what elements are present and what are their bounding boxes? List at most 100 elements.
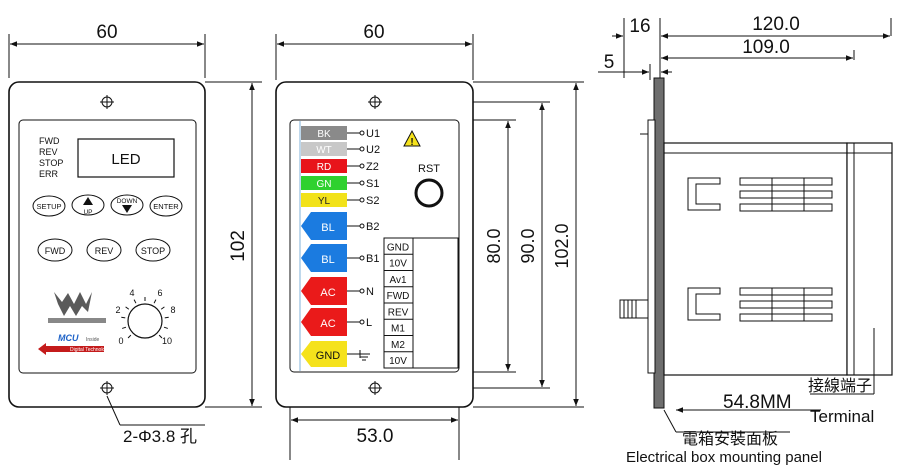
dim-80: 80.0 (484, 228, 504, 263)
dial-tick (163, 326, 168, 329)
control-terminal-label: M2 (391, 340, 405, 351)
mounting-hole-top (100, 95, 114, 109)
wire-tag-gn-label: GN (317, 179, 332, 190)
terminal-l: L (366, 317, 372, 329)
dial-tick (122, 326, 127, 329)
arrow-tag-bl-b2-label: BL (321, 222, 334, 234)
terminal-s1: S1 (366, 178, 379, 190)
wire-tag-wt-label: WT (316, 145, 332, 156)
terminal-s2: S2 (366, 195, 379, 207)
side-view: 16 120.0 109.0 5 (598, 14, 893, 466)
dial-tick (127, 334, 132, 339)
dial-tick (121, 316, 126, 319)
speed-dial[interactable]: 0 2 4 6 8 10 (115, 288, 175, 346)
status-label-err: ERR (39, 169, 59, 179)
mcu-inside-text: Inside (86, 337, 100, 343)
dial-tick (158, 334, 163, 339)
wire-tag-wt: WT U2 (301, 142, 380, 156)
vent-slots-upper (687, 177, 833, 212)
stop-button[interactable]: STOP (135, 238, 171, 262)
control-terminal-label: REV (388, 307, 409, 318)
side-body (663, 142, 848, 376)
arrow-tag-gnd: GND (301, 341, 370, 367)
arrow-tag-ac-l-label: AC (320, 318, 335, 330)
setup-button[interactable]: SETUP (32, 195, 66, 217)
fwd-button-label: FWD (45, 246, 66, 256)
panel-label-cn: 電箱安裝面板 (682, 430, 778, 448)
warning-symbol: ! (410, 137, 413, 148)
arrow-tag-ac-n-label: AC (320, 287, 335, 299)
status-label-fwd: FWD (39, 136, 60, 146)
rev-button[interactable]: REV (86, 238, 122, 262)
control-terminal-label: Av1 (389, 275, 406, 286)
dial-mark-2: 2 (115, 305, 120, 315)
mcu-badge: MCU Inside Digital Technology (38, 333, 111, 355)
front-width-dim: 60 (96, 22, 117, 43)
dial-mark-10: 10 (162, 336, 172, 346)
mcu-text: MCU (58, 333, 79, 343)
dim-120: 120.0 (752, 14, 800, 35)
hole-note: 2-Φ3.8 孔 (123, 427, 197, 446)
control-terminal-label: 10V (389, 259, 407, 270)
setup-button-label: SETUP (36, 202, 61, 211)
knob-shaft (619, 299, 649, 319)
wire-tag-rd-label: RD (317, 162, 331, 173)
wire-tag-gn: GN S1 (301, 176, 379, 190)
stop-button-label: STOP (141, 246, 165, 256)
dial-tick (133, 299, 137, 304)
arrow-tag-bl-b2: BL B2 (301, 212, 379, 240)
down-button-label: DOWN (117, 198, 138, 205)
terminal-label-cn: 接線端子 (808, 377, 872, 395)
dial-tick (164, 316, 169, 319)
enter-button-label: ENTER (153, 202, 179, 211)
wire-tag-bk-label: BK (317, 129, 331, 140)
enter-button[interactable]: ENTER (149, 195, 183, 217)
dial-mark-6: 6 (157, 288, 162, 298)
badge-arrow-icon (38, 343, 104, 355)
terminal-u1: U1 (366, 128, 380, 140)
wire-tag-bk: BK U1 (301, 126, 380, 140)
dim-5: 5 (604, 52, 615, 73)
wire-tag-yl-label: YL (318, 196, 331, 207)
fwd-button[interactable]: FWD (37, 238, 73, 262)
terminal-view: 60 53.0 80.0 90.0 102.0 (275, 22, 584, 460)
up-button-label: UP (83, 209, 92, 216)
status-label-rev: REV (39, 147, 58, 157)
terminal-u2: U2 (366, 144, 380, 156)
dial-tick (153, 299, 157, 304)
down-arrow-icon (122, 205, 132, 213)
terminal-n: N (366, 286, 374, 298)
front-view: 60 102 FWD REV STOP ERR LED (8, 22, 262, 446)
led-display (77, 138, 175, 178)
ground-icon (358, 350, 370, 361)
up-button[interactable]: UP (71, 194, 105, 216)
front-bezel (647, 119, 656, 374)
dial-mark-4: 4 (129, 288, 134, 298)
control-terminal-label: FWD (387, 291, 410, 302)
terminal-hole-top (368, 95, 382, 109)
dim-16: 16 (629, 16, 650, 37)
warning-icon: ! (403, 129, 421, 148)
terminal-b1: B1 (366, 253, 379, 265)
reset-button[interactable] (414, 178, 444, 208)
mounting-hole-bottom (100, 381, 114, 395)
terminal-label-en: Terminal (810, 407, 874, 426)
dim-90: 90.0 (518, 228, 538, 263)
terminal-width-dim: 60 (363, 22, 384, 43)
terminal-bottom-dim: 53.0 (357, 426, 394, 447)
arrow-tag-bl-b1: BL B1 (301, 244, 379, 272)
vent-slots-lower (687, 287, 833, 322)
down-button[interactable]: DOWN (110, 194, 144, 216)
arrow-tag-gnd-label: GND (316, 350, 341, 362)
dial-mark-0: 0 (118, 336, 123, 346)
arrow-tag-ac-n: AC N (301, 277, 374, 305)
status-label-stop: STOP (39, 158, 63, 168)
dial-tick (125, 306, 130, 310)
arrow-tag-ac-l: AC L (301, 308, 372, 336)
panel-label-en: Electrical box mounting panel (626, 449, 822, 466)
control-terminal-label: GND (387, 242, 409, 253)
control-terminal-label: 10V (389, 356, 407, 367)
